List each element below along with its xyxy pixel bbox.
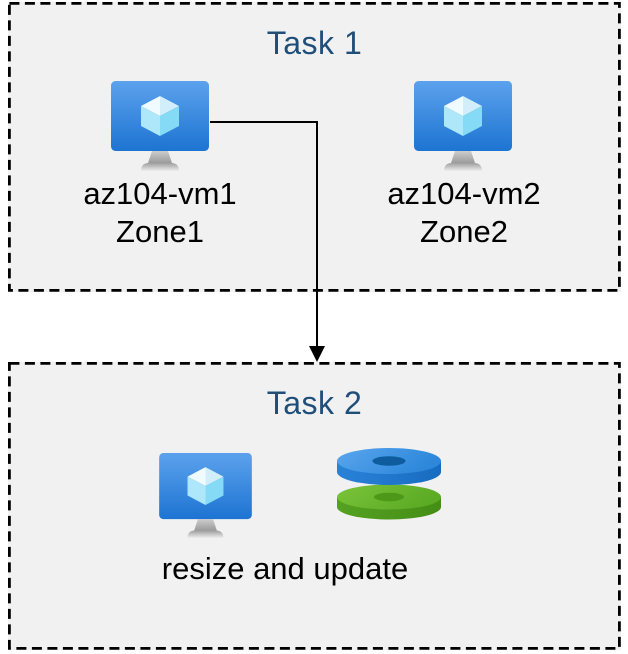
task2-vm-group [158,452,253,539]
disks-icon [336,446,442,521]
vm1-label: az104-vm1 Zone1 [35,175,285,251]
task1-title: Task 1 [266,25,363,61]
task1-box: Task 1 az104-vm1 Zone1 az104-vm2 Zone2 [8,2,621,292]
vm2-label: az104-vm2 Zone2 [339,175,589,251]
task2-title: Task 2 [266,385,363,421]
disks-group [336,446,442,521]
task2-caption: resize and update [161,551,409,586]
vm1-group [110,80,210,172]
vm2-name: az104-vm2 [387,176,541,211]
virtual-machine-icon [158,452,253,539]
vm1-zone: Zone1 [116,214,204,249]
vm2-zone: Zone2 [420,214,508,249]
virtual-machine-icon [413,80,513,172]
virtual-machine-icon [110,80,210,172]
vm1-name: az104-vm1 [83,176,237,211]
vm2-group [413,80,513,172]
task2-box: Task 2 resize and update [8,362,621,650]
